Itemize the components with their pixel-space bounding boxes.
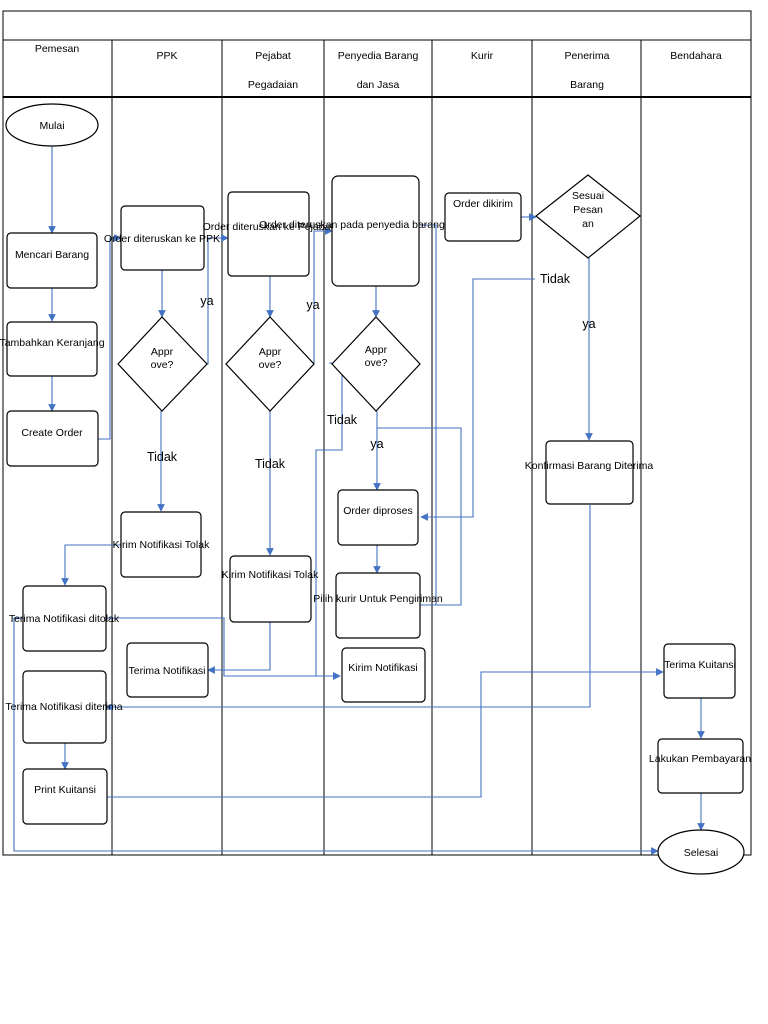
process-terima-notifikasi-diterima [22, 670, 107, 744]
lane-header-penyedia-line1: Penyedia Barang [338, 50, 419, 62]
flow-ditolak-to-selesai [13, 617, 659, 855]
flow-konfirmasi-to-pemesan [105, 505, 591, 711]
flow-print-to-kuitansi [107, 668, 664, 798]
flow-pejabat-tolak-to-notifikasi [106, 617, 341, 680]
edge-label-ya-pejabat: ya [306, 298, 319, 312]
process-kirim-notifikasi [341, 647, 426, 703]
mencari-barang-label: Mencari Barang [15, 249, 89, 261]
flow-ppk-tolak-to-pemesan [61, 544, 121, 586]
order-dikirim-label: Order dikirim [453, 198, 513, 210]
flow-create-to-ppk [98, 234, 122, 440]
process-terima-notifikasi [126, 642, 209, 698]
print-kuitansi-label: Print Kuitansi [34, 784, 96, 796]
process-terima-notifikasi-ditolak [22, 585, 107, 652]
start-label: Mulai [39, 120, 64, 132]
process-print-kuitansi [22, 768, 108, 825]
order-ke-ppk-label: Order diteruskan ke PPK [104, 233, 220, 245]
process-tambahkan-keranjang [6, 321, 98, 377]
lane-header-penerima-line2: Barang [570, 79, 604, 91]
pejabat-approve-label-2: ove? [259, 359, 282, 371]
sesuai-label-3: an [582, 218, 594, 230]
process-order-dikirim [444, 192, 522, 242]
flow-order-to-kurir-line [419, 224, 437, 605]
sesuai-label-1: Sesuai [572, 190, 604, 202]
ppk-kirim-tolak-label: Kirim Notifikasi Tolak [113, 539, 210, 551]
terima-kuitansi-label: Terima Kuitansi [664, 659, 736, 671]
lane-header-bendahara: Bendahara [670, 50, 722, 62]
terima-notifikasi-label: Terima Notifikasi [128, 665, 205, 677]
order-ke-pejabat-label: Order diteruskan ke Pejabat [203, 221, 334, 233]
pejabat-approve-label-1: Appr [259, 346, 282, 358]
process-order-ke-pejabat [227, 191, 310, 277]
edge-label-tidak-ppk: Tidak [147, 450, 178, 464]
process-mencari-barang [6, 232, 98, 289]
decision-sesuai-pesanan [535, 174, 641, 259]
lane-header-pejabat-line2: Pegadaian [248, 79, 298, 91]
terima-notif-ditolak-label: Terima Notifikasi ditolak [9, 613, 120, 625]
lane-header-penyedia-line2: dan Jasa [357, 79, 400, 91]
flow-pejabat-to-terima-notifikasi [207, 622, 271, 674]
edge-label-tidak-penyedia: Tidak [327, 413, 358, 427]
lane-header-pejabat-line1: Pejabat [255, 50, 291, 62]
process-pejabat-kirim-tolak [229, 555, 312, 623]
edge-label-ya-penyedia: ya [370, 437, 383, 451]
diagram-frame [2, 10, 752, 856]
edge-label-tidak-sesuai: Tidak [540, 272, 571, 286]
konfirmasi-label: Konfirmasi Barang Diterima [525, 460, 654, 472]
edge-label-ya-sesuai: ya [582, 317, 595, 331]
order-ke-penyedia-label: Order diteruskan pada penyedia barang [259, 219, 445, 231]
edge-label-ya-ppk: ya [200, 294, 213, 308]
edge-label-tidak-pejabat: Tidak [255, 457, 286, 471]
decision-ppk-approve [117, 316, 208, 412]
lane-header-penerima-line1: Penerima [565, 50, 610, 62]
create-order-label: Create Order [21, 427, 83, 439]
process-ppk-kirim-tolak [120, 511, 202, 578]
ppk-approve-label-2: ove? [151, 359, 174, 371]
penyedia-approve-label-1: Appr [365, 344, 388, 356]
lane-header-ppk: PPK [156, 50, 177, 62]
sesuai-label-2: Pesan [573, 204, 603, 216]
pilih-kurir-label: Pilih kurir Untuk Pengiriman [313, 593, 443, 605]
terima-notif-diterima-label: Terima Notifikasi diterima [5, 701, 122, 713]
end-label: Selesai [684, 847, 718, 859]
pejabat-kirim-tolak-label: Kirim Notifikasi Tolak [222, 569, 319, 581]
lakukan-pembayaran-label: Lakukan Pembayaran [649, 753, 751, 765]
lane-header-pemesan: Pemesan [35, 43, 80, 55]
process-lakukan-pembayaran [657, 738, 744, 794]
flow-penyedia-approve-tidak [315, 362, 343, 680]
process-order-ke-ppk [120, 205, 205, 271]
ppk-approve-label-1: Appr [151, 346, 174, 358]
process-pilih-kurir [335, 572, 421, 639]
process-konfirmasi-barang [545, 440, 634, 505]
decision-penyedia-approve [331, 316, 421, 412]
lane-header-kurir: Kurir [471, 50, 494, 62]
flow-pejabat-approve-ya [313, 227, 333, 364]
kirim-notifikasi-label: Kirim Notifikasi [348, 662, 417, 674]
start-terminator [5, 103, 99, 147]
penyedia-approve-label-2: ove? [365, 357, 388, 369]
process-order-diproses [337, 489, 419, 546]
order-diproses-label: Order diproses [343, 505, 412, 517]
process-create-order [6, 410, 99, 467]
decision-pejabat-approve [225, 316, 315, 412]
end-terminator [657, 829, 745, 875]
flow-sesuai-tidak [420, 278, 535, 521]
process-terima-kuitansi [663, 643, 736, 699]
process-order-ke-penyedia [331, 175, 420, 287]
tambahkan-keranjang-label: Tambahkan Keranjang [0, 337, 105, 349]
